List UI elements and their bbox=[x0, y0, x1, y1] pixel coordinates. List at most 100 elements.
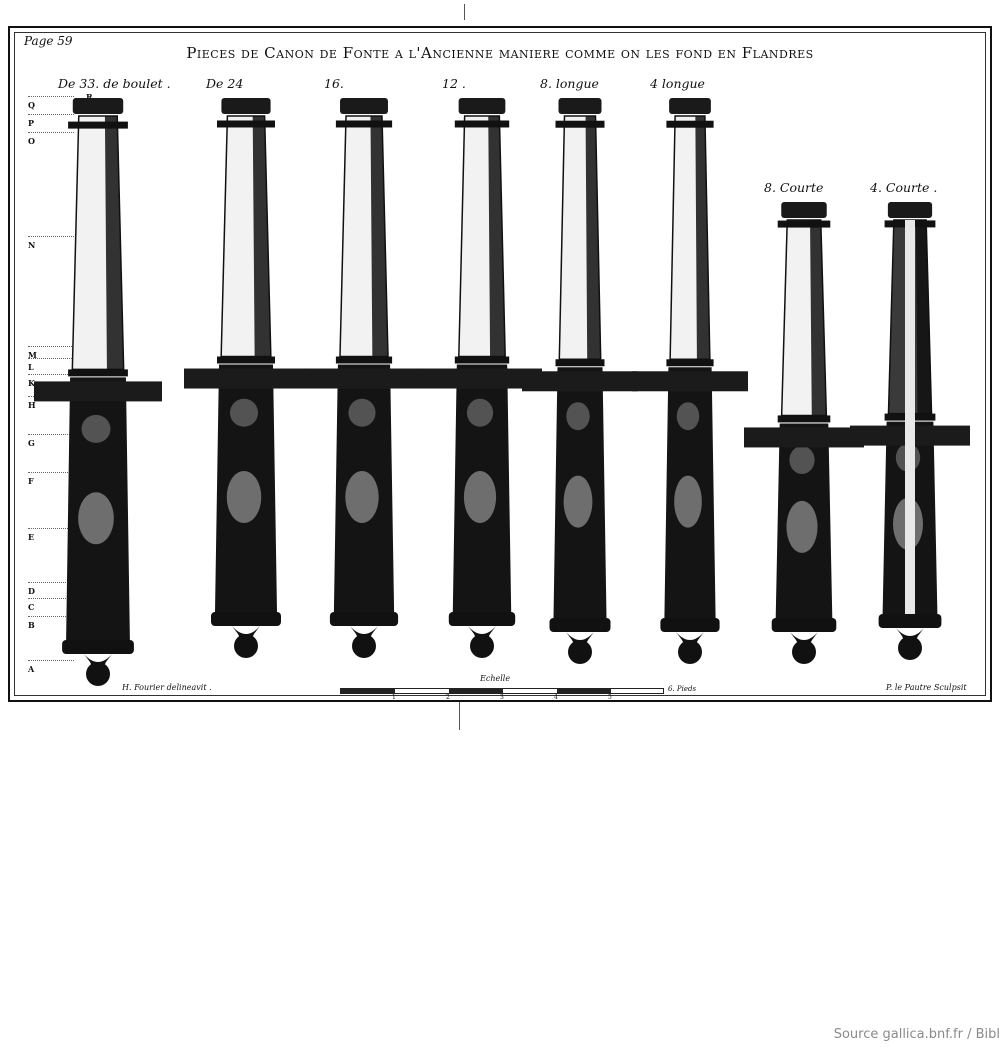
trunnions bbox=[184, 368, 308, 389]
trunnions bbox=[34, 381, 162, 402]
scale-number: 2 bbox=[446, 694, 450, 701]
cannon-3 bbox=[304, 98, 424, 658]
ruler-line bbox=[28, 114, 74, 115]
ring-band bbox=[454, 120, 510, 128]
cannon-5 bbox=[522, 98, 638, 664]
chase-shading bbox=[370, 116, 389, 357]
cascabel-button bbox=[568, 640, 592, 664]
dolphin-handles-ornament bbox=[789, 446, 815, 475]
cannon-2 bbox=[184, 98, 308, 658]
dolphin-handles-ornament bbox=[229, 398, 259, 427]
scale-bar bbox=[340, 688, 664, 694]
cannon-1 bbox=[34, 98, 162, 686]
ruler-line bbox=[28, 96, 74, 97]
credit-sculpsit: P. le Pautre Sculpsit bbox=[886, 683, 967, 692]
cannon-6 bbox=[632, 98, 748, 664]
page-number: Page 59 bbox=[24, 34, 73, 48]
cannon-label-5: 8. longue bbox=[540, 76, 599, 91]
cannon-label-8: 4. Courte . bbox=[870, 180, 938, 195]
muzzle bbox=[558, 98, 602, 114]
top-margin-mark bbox=[464, 4, 465, 20]
section-letter: Q bbox=[28, 100, 35, 110]
section-letter: C bbox=[28, 602, 35, 612]
muzzle bbox=[458, 98, 506, 114]
cannon-label-7: 8. Courte bbox=[764, 180, 824, 195]
credit-delineavit: H. Fourier delineavit . bbox=[122, 683, 212, 692]
ruler-line bbox=[28, 472, 74, 473]
section-letter: H bbox=[28, 400, 36, 410]
dolphin-handles-ornament bbox=[676, 402, 700, 431]
section-letter: F bbox=[28, 476, 34, 486]
cascabel-button bbox=[470, 634, 494, 658]
cannon-label-2: De 24 bbox=[206, 76, 244, 91]
ring-band bbox=[335, 356, 393, 364]
coat-of-arms-ornament bbox=[786, 500, 818, 553]
cannon-7 bbox=[744, 202, 864, 664]
ring-band bbox=[777, 220, 831, 228]
section-letter: G bbox=[28, 438, 35, 448]
muzzle bbox=[72, 98, 124, 114]
cascabel-button bbox=[234, 634, 258, 658]
section-letter: O bbox=[28, 136, 35, 146]
dolphin-handles-ornament bbox=[348, 398, 376, 427]
ruler-line bbox=[28, 358, 74, 359]
ruler-line bbox=[28, 616, 74, 617]
cannon-label-1: De 33. de boulet . bbox=[58, 76, 171, 91]
base-ring bbox=[771, 618, 837, 632]
muzzle bbox=[340, 98, 388, 114]
base-ring bbox=[878, 614, 942, 628]
ruler-line bbox=[28, 528, 74, 529]
coat-of-arms-ornament bbox=[563, 475, 593, 528]
scale-number: 4 bbox=[554, 694, 558, 701]
ring-band bbox=[666, 359, 714, 367]
trunnions bbox=[304, 368, 424, 389]
section-letter: M bbox=[28, 350, 37, 360]
base-ring bbox=[329, 612, 399, 626]
muzzle bbox=[221, 98, 271, 114]
base-ring bbox=[211, 612, 281, 626]
ruler-line bbox=[28, 132, 74, 133]
scale-number: 3 bbox=[500, 694, 504, 701]
muzzle bbox=[887, 202, 933, 218]
base-ring bbox=[62, 640, 134, 654]
scale-unit: 6. Pieds bbox=[668, 685, 697, 693]
coat-of-arms-ornament bbox=[463, 471, 497, 524]
ring-band bbox=[68, 121, 128, 129]
cannon-label-4: 12 . bbox=[442, 76, 466, 91]
plate-inner-border bbox=[14, 32, 986, 696]
trunnions bbox=[422, 368, 542, 389]
section-letter: D bbox=[28, 586, 35, 596]
ring-band bbox=[335, 120, 393, 128]
section-letter: E bbox=[28, 532, 35, 542]
ring-band bbox=[68, 369, 128, 377]
section-letter: P bbox=[28, 118, 35, 128]
ring-band bbox=[217, 356, 275, 364]
base-ring bbox=[448, 612, 516, 626]
cannon-label-6: 4 longue bbox=[650, 76, 705, 91]
trunnions bbox=[744, 427, 864, 448]
coat-of-arms-ornament bbox=[226, 471, 262, 524]
bore-section bbox=[905, 220, 915, 614]
cascabel-button bbox=[898, 636, 922, 660]
coat-of-arms-ornament bbox=[674, 475, 702, 528]
dolphin-handles-ornament bbox=[566, 402, 590, 431]
chase-shading bbox=[488, 116, 506, 357]
section-letter: A bbox=[28, 664, 35, 674]
trunnions bbox=[522, 371, 638, 392]
chase-shading bbox=[104, 116, 124, 370]
cannons-illustration bbox=[34, 98, 970, 686]
base-ring bbox=[549, 618, 611, 632]
ruler-line bbox=[28, 374, 74, 375]
plate-title: Pieces de Canon de Fonte a l'Ancienne ma… bbox=[186, 44, 814, 62]
scale-number: 5 bbox=[608, 694, 612, 701]
dolphin-handles-ornament bbox=[466, 398, 494, 427]
cascabel-button bbox=[678, 640, 702, 664]
chase-shading bbox=[915, 220, 932, 414]
section-letter: B bbox=[28, 620, 35, 630]
ring-band bbox=[777, 415, 831, 423]
bottom-margin-mark bbox=[459, 700, 460, 730]
cannon-8 bbox=[850, 202, 970, 660]
cannon-label-3: 16. bbox=[324, 76, 344, 91]
ring-band bbox=[555, 359, 605, 367]
